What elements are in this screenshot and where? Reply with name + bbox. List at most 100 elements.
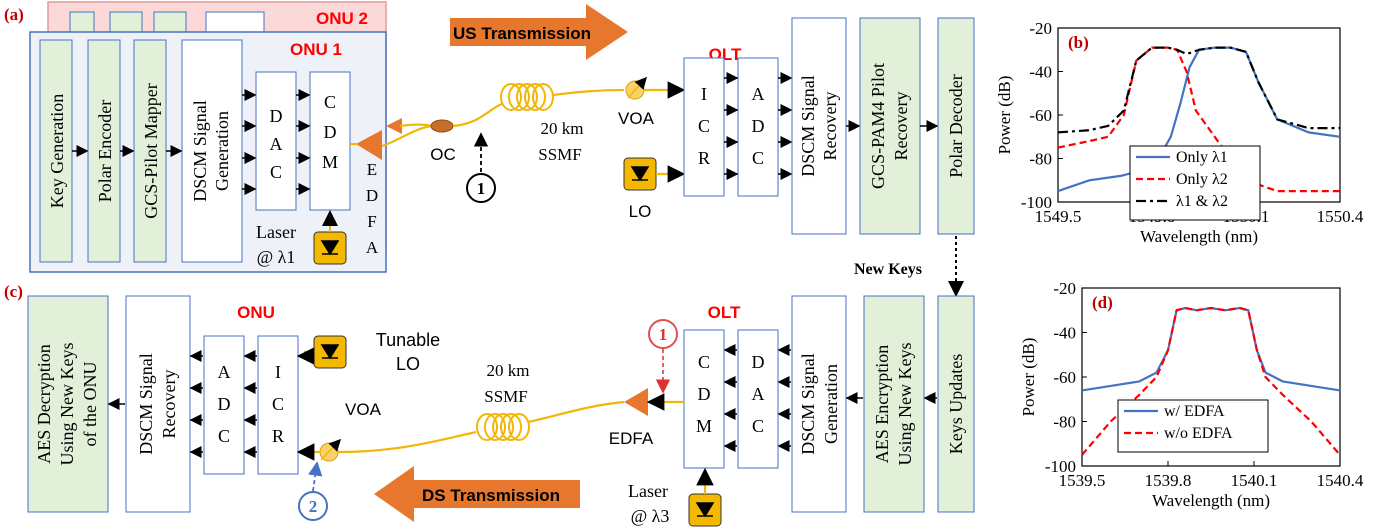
dscm-recovery-bottom-block: [125, 295, 191, 513]
edfa-letter: F: [367, 212, 376, 231]
arrow-group: [189, 350, 257, 458]
ssmf-coil-bottom: [476, 413, 530, 441]
aes-decryption-block: [27, 295, 109, 513]
dscm-recovery-line1: DSCM Signal: [798, 75, 818, 177]
fiber: [552, 88, 625, 97]
keys-updates-label: Keys Updates: [946, 354, 966, 454]
fiber: [399, 123, 433, 128]
marker-arrow: [308, 461, 323, 492]
optical-coupler: [430, 119, 454, 133]
onu1-edfa-shape: [356, 130, 382, 160]
adc-bottom-letter: C: [218, 426, 230, 446]
legend-entry: Only λ1: [1176, 149, 1228, 166]
voa-bottom-label: VOA: [345, 400, 382, 419]
tunable-lo-label: Tunable: [376, 330, 440, 350]
y-tick-label: -20: [1029, 19, 1052, 38]
voa-label: VOA: [618, 109, 655, 128]
marker-1: [466, 173, 496, 203]
fiber: [381, 124, 433, 148]
keys-updates-block: [937, 295, 975, 513]
ds-transmission-arrow: [374, 466, 580, 522]
x-tick-label: 1550.4: [1317, 207, 1364, 226]
marker-2-label: 2: [309, 497, 318, 516]
dscm-gen-bottom-line2: Generation: [821, 364, 841, 444]
panel-label: (b): [1068, 33, 1089, 52]
new-keys-label: New Keys: [854, 261, 922, 278]
adc-block: [737, 57, 779, 197]
x-tick-label: 1540.1: [1231, 471, 1278, 490]
dscm-gen-bottom-line1: DSCM Signal: [798, 353, 818, 455]
panel-label: (d): [1092, 293, 1113, 312]
adc-bottom-block: [203, 335, 245, 475]
gcs-pam4-block: [859, 17, 921, 235]
arrow-group: [724, 72, 793, 180]
x-tick-label: 1540.4: [1317, 471, 1364, 490]
ssmf-bottom-label: 20 km: [487, 361, 530, 380]
x-tick-label: 1539.8: [1145, 471, 1192, 490]
dscm-gen-line2: Generation: [212, 111, 232, 191]
laser-lambda3-label: @ λ3: [631, 506, 670, 526]
icr-bottom-letter: I: [275, 362, 281, 382]
ds-transmission-label: DS Transmission: [422, 486, 560, 505]
edfa-letter: A: [366, 238, 379, 257]
dscm-gen-line1: DSCM Signal: [190, 100, 210, 202]
icr-bottom-letter: C: [272, 394, 284, 414]
onu2-block: [153, 11, 187, 35]
cdm-letter: C: [324, 92, 336, 112]
aes-encryption-line2: Using New Keys: [895, 343, 915, 466]
adc-letter: C: [752, 148, 764, 168]
x-tick-label: 1539.5: [1059, 471, 1106, 490]
dac-bottom-letter: D: [752, 352, 765, 372]
icr-block: [683, 57, 725, 197]
arrow-group: [242, 89, 311, 195]
legend-entry: w/o EDFA: [1164, 425, 1233, 442]
tunable-lo-label: LO: [396, 354, 420, 374]
marker-1-red: [648, 319, 678, 349]
dscm-generation-block: [181, 39, 243, 263]
oc-label: OC: [430, 145, 456, 164]
ssmf-coil: [500, 83, 554, 111]
dscm-recovery-bottom-line2: Recovery: [159, 370, 179, 439]
onu2-block: [69, 11, 95, 35]
adc-letter: D: [752, 116, 765, 136]
fiber: [296, 347, 315, 365]
us-transmission-label: US Transmission: [453, 24, 591, 43]
aes-decryption-line2: Using New Keys: [57, 343, 77, 466]
polar-encoder-label: Polar Encoder: [95, 100, 115, 202]
fiber: [452, 102, 503, 128]
y-tick-label: -100: [1045, 457, 1076, 476]
y-axis-label: Power (dB): [1019, 338, 1038, 417]
y-tick-label: -40: [1029, 63, 1052, 82]
onu2-block: [109, 11, 143, 35]
cdm-bottom-letter: M: [696, 416, 712, 436]
voa-bottom-arrow: [320, 438, 342, 461]
onu1-title: ONU 1: [290, 40, 342, 59]
gcs-pilot-mapper-label: GCS-Pilot Mapper: [141, 83, 161, 219]
dac-bottom-letter: C: [752, 416, 764, 436]
dac-letter: C: [270, 162, 282, 182]
legend: [1117, 399, 1269, 453]
icr-letter: C: [698, 116, 710, 136]
y-axis-label: Power (dB): [995, 76, 1014, 155]
polar-decoder-block: [937, 17, 975, 235]
edfa-bottom-label: EDFA: [609, 429, 654, 448]
dac-bottom-block: [737, 329, 779, 469]
gcs-pam4-line1: GCS-PAM4 Pilot: [868, 63, 888, 189]
onu-title-bottom: ONU: [237, 303, 275, 322]
gcs-pilot-mapper-block: [133, 39, 167, 263]
edfa-letter: D: [366, 186, 378, 205]
y-tick-label: -60: [1029, 106, 1052, 125]
aes-decryption-line1: AES Decryption: [34, 344, 54, 463]
polar-decoder-label: Polar Decoder: [946, 74, 966, 177]
dac-bottom-letter: A: [752, 384, 765, 404]
adc-bottom-letter: D: [218, 394, 231, 414]
voa-arrow: [627, 76, 648, 99]
legend-entry: Only λ2: [1176, 171, 1228, 188]
olt-title-bottom: OLT: [708, 303, 741, 322]
marker-2: [298, 491, 328, 521]
panel-label-a: (a): [4, 5, 24, 24]
fiber: [337, 430, 477, 454]
dac-block: [255, 71, 297, 211]
series-line: [1057, 46, 1340, 134]
adc-bottom-letter: A: [218, 362, 231, 382]
